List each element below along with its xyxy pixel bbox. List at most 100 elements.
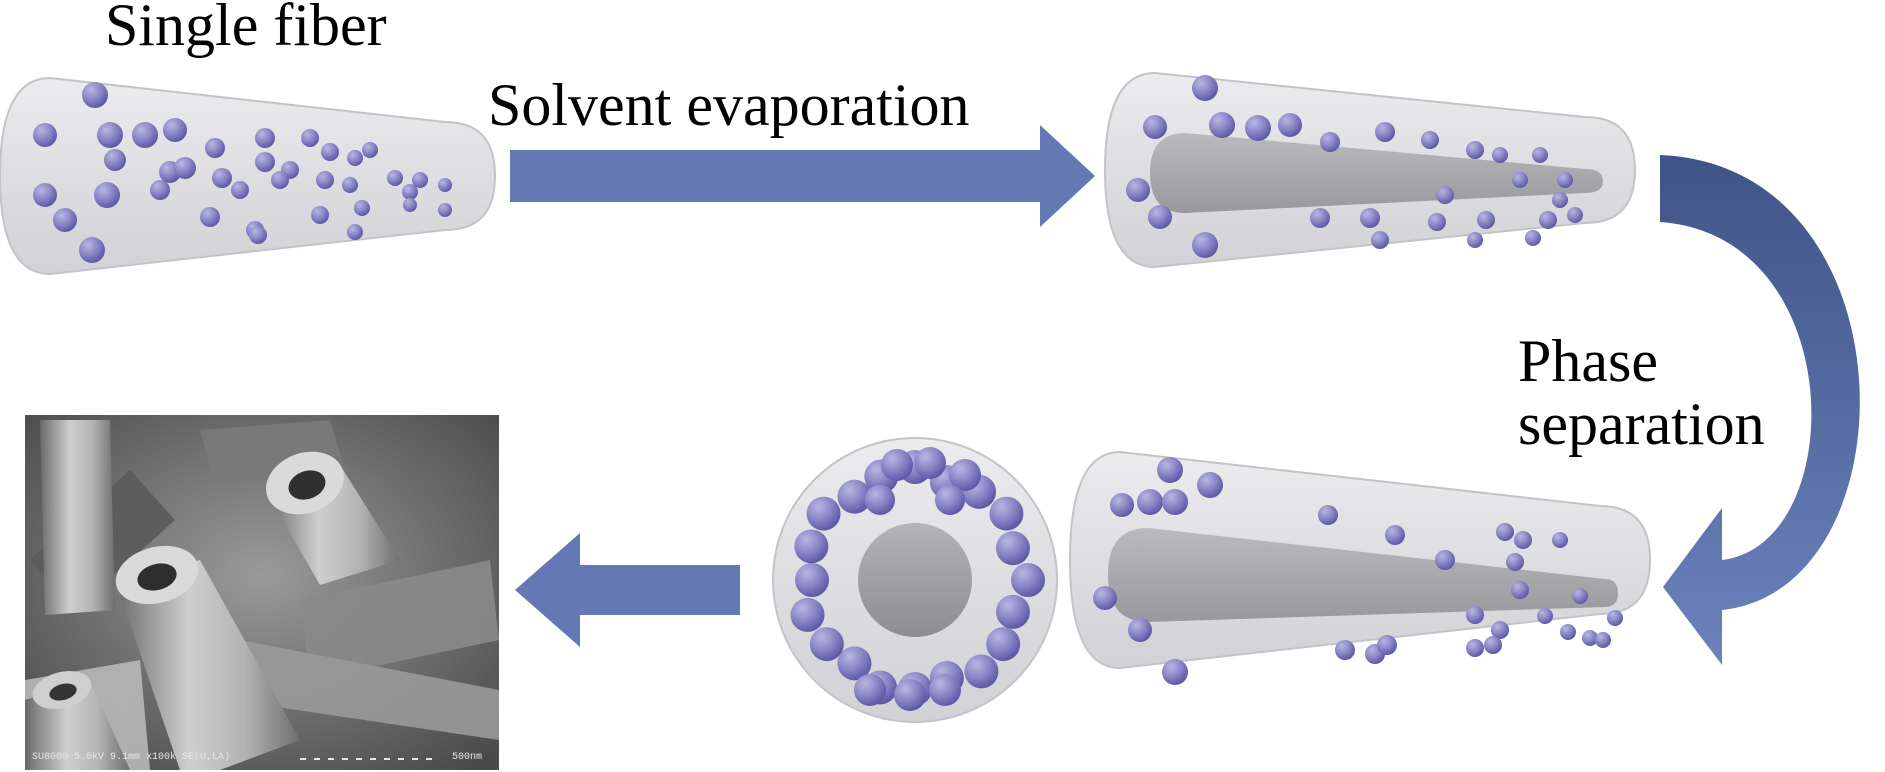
nanoparticle bbox=[1278, 113, 1302, 137]
nanoparticle bbox=[412, 172, 428, 188]
nanoparticle bbox=[806, 496, 841, 531]
nanoparticle bbox=[1511, 581, 1529, 599]
nanoparticles-fiber-phase-separated bbox=[1093, 457, 1623, 685]
nanoparticle bbox=[837, 479, 872, 514]
nanoparticle bbox=[1466, 606, 1484, 624]
nanoparticle bbox=[205, 138, 225, 158]
nanoparticle bbox=[995, 594, 1030, 629]
nanoparticle bbox=[1137, 489, 1163, 515]
nanoparticle bbox=[212, 168, 232, 188]
nanoparticle bbox=[438, 178, 452, 192]
nanoparticle bbox=[403, 198, 417, 212]
nanoparticle bbox=[1428, 213, 1446, 231]
sem-scale-tick bbox=[370, 758, 376, 760]
nanoparticle bbox=[1552, 532, 1568, 548]
nanoparticle bbox=[1595, 632, 1611, 648]
nanoparticle bbox=[1192, 232, 1218, 258]
nanoparticle bbox=[1126, 178, 1150, 202]
nanoparticle bbox=[311, 206, 329, 224]
sem-scale-tick bbox=[356, 758, 362, 760]
sem-scale-text: 500nm bbox=[452, 752, 483, 763]
nanoparticle bbox=[1385, 525, 1405, 545]
nanoparticle bbox=[1192, 75, 1218, 101]
nanoparticle bbox=[894, 679, 926, 711]
nanoparticle bbox=[387, 170, 403, 186]
label-phase-line2: separation bbox=[1518, 391, 1765, 457]
nanoparticle bbox=[794, 529, 829, 564]
nanoparticle bbox=[865, 485, 895, 515]
sem-scale-tick bbox=[412, 758, 418, 760]
nanoparticle bbox=[94, 182, 120, 208]
nanoparticle bbox=[854, 674, 886, 706]
nanoparticle bbox=[163, 118, 187, 142]
nanoparticle bbox=[1532, 147, 1548, 163]
nanoparticle bbox=[97, 122, 123, 148]
nanoparticle bbox=[82, 82, 108, 108]
sem-scale-tick bbox=[328, 758, 334, 760]
nanoparticle bbox=[1162, 489, 1188, 515]
nanoparticle bbox=[249, 226, 267, 244]
nanoparticle bbox=[1320, 132, 1340, 152]
fiber-evaporated bbox=[1103, 71, 1637, 269]
nanoparticle bbox=[1162, 659, 1188, 685]
nanoparticle bbox=[1496, 523, 1514, 541]
nanoparticle bbox=[1093, 586, 1117, 610]
nanoparticle bbox=[1377, 635, 1397, 655]
nanoparticle bbox=[1245, 115, 1271, 141]
nanoparticle bbox=[1607, 610, 1623, 626]
nanoparticle bbox=[790, 597, 825, 632]
sem-scale-tick bbox=[342, 758, 348, 760]
nanoparticle bbox=[964, 654, 999, 689]
arrow-solvent-evaporation bbox=[510, 125, 1095, 227]
label-phase-separation: Phase separation bbox=[1518, 330, 1765, 456]
nanoparticle bbox=[362, 142, 378, 158]
sem-scale-tick bbox=[314, 758, 320, 760]
nanoparticle bbox=[1506, 553, 1524, 571]
nanoparticles-cross-section bbox=[790, 447, 1045, 711]
nanoparticle bbox=[1572, 588, 1588, 604]
nanoparticle bbox=[1371, 231, 1389, 249]
fiber-single bbox=[0, 76, 497, 276]
nanoparticle bbox=[1467, 232, 1483, 248]
label-solvent-evaporation: Solvent evaporation bbox=[488, 72, 970, 138]
nanoparticle bbox=[1310, 208, 1330, 228]
label-phase-line1: Phase bbox=[1518, 328, 1658, 394]
nanoparticle bbox=[347, 224, 363, 240]
nanoparticle bbox=[837, 646, 872, 681]
nanoparticle bbox=[200, 207, 220, 227]
fiber-cross-section bbox=[772, 437, 1058, 723]
nanoparticle bbox=[1567, 207, 1583, 223]
nanoparticle bbox=[1514, 531, 1532, 549]
nanoparticle bbox=[1435, 550, 1455, 570]
nanoparticle bbox=[949, 459, 981, 491]
nanoparticle bbox=[438, 203, 452, 217]
nanoparticle bbox=[1143, 115, 1167, 139]
sem-caption: SU8000 5.0kV 9.1mm x100k SE(U,LA) bbox=[32, 752, 231, 763]
nanoparticle bbox=[342, 177, 358, 193]
sem-scale-tick bbox=[426, 758, 432, 760]
nanoparticle bbox=[1466, 141, 1484, 159]
nanoparticle bbox=[150, 180, 170, 200]
nanoparticle bbox=[53, 208, 77, 232]
nanoparticle bbox=[809, 627, 844, 662]
sem-scale-tick bbox=[300, 758, 306, 760]
nanoparticle bbox=[935, 485, 965, 515]
nanoparticle bbox=[1157, 457, 1183, 483]
nanoparticle bbox=[33, 183, 57, 207]
nanoparticle bbox=[989, 496, 1024, 531]
sem-scale-tick bbox=[398, 758, 404, 760]
nanoparticles-fiber-single bbox=[33, 82, 452, 263]
nanoparticle bbox=[104, 149, 126, 171]
nanoparticle bbox=[1148, 205, 1172, 229]
nanoparticle bbox=[929, 674, 961, 706]
nanoparticle bbox=[354, 200, 370, 216]
nanoparticle bbox=[255, 128, 275, 148]
arrow-phase-separation bbox=[1660, 155, 1860, 665]
sem-scale-bar bbox=[300, 758, 432, 760]
nanoparticle bbox=[321, 143, 339, 161]
nanoparticle bbox=[271, 171, 289, 189]
nanoparticles-fiber-evaporated bbox=[1126, 75, 1583, 258]
nanoparticle bbox=[1466, 639, 1484, 657]
nanoparticle bbox=[402, 184, 418, 200]
nanoparticle bbox=[1335, 640, 1355, 660]
